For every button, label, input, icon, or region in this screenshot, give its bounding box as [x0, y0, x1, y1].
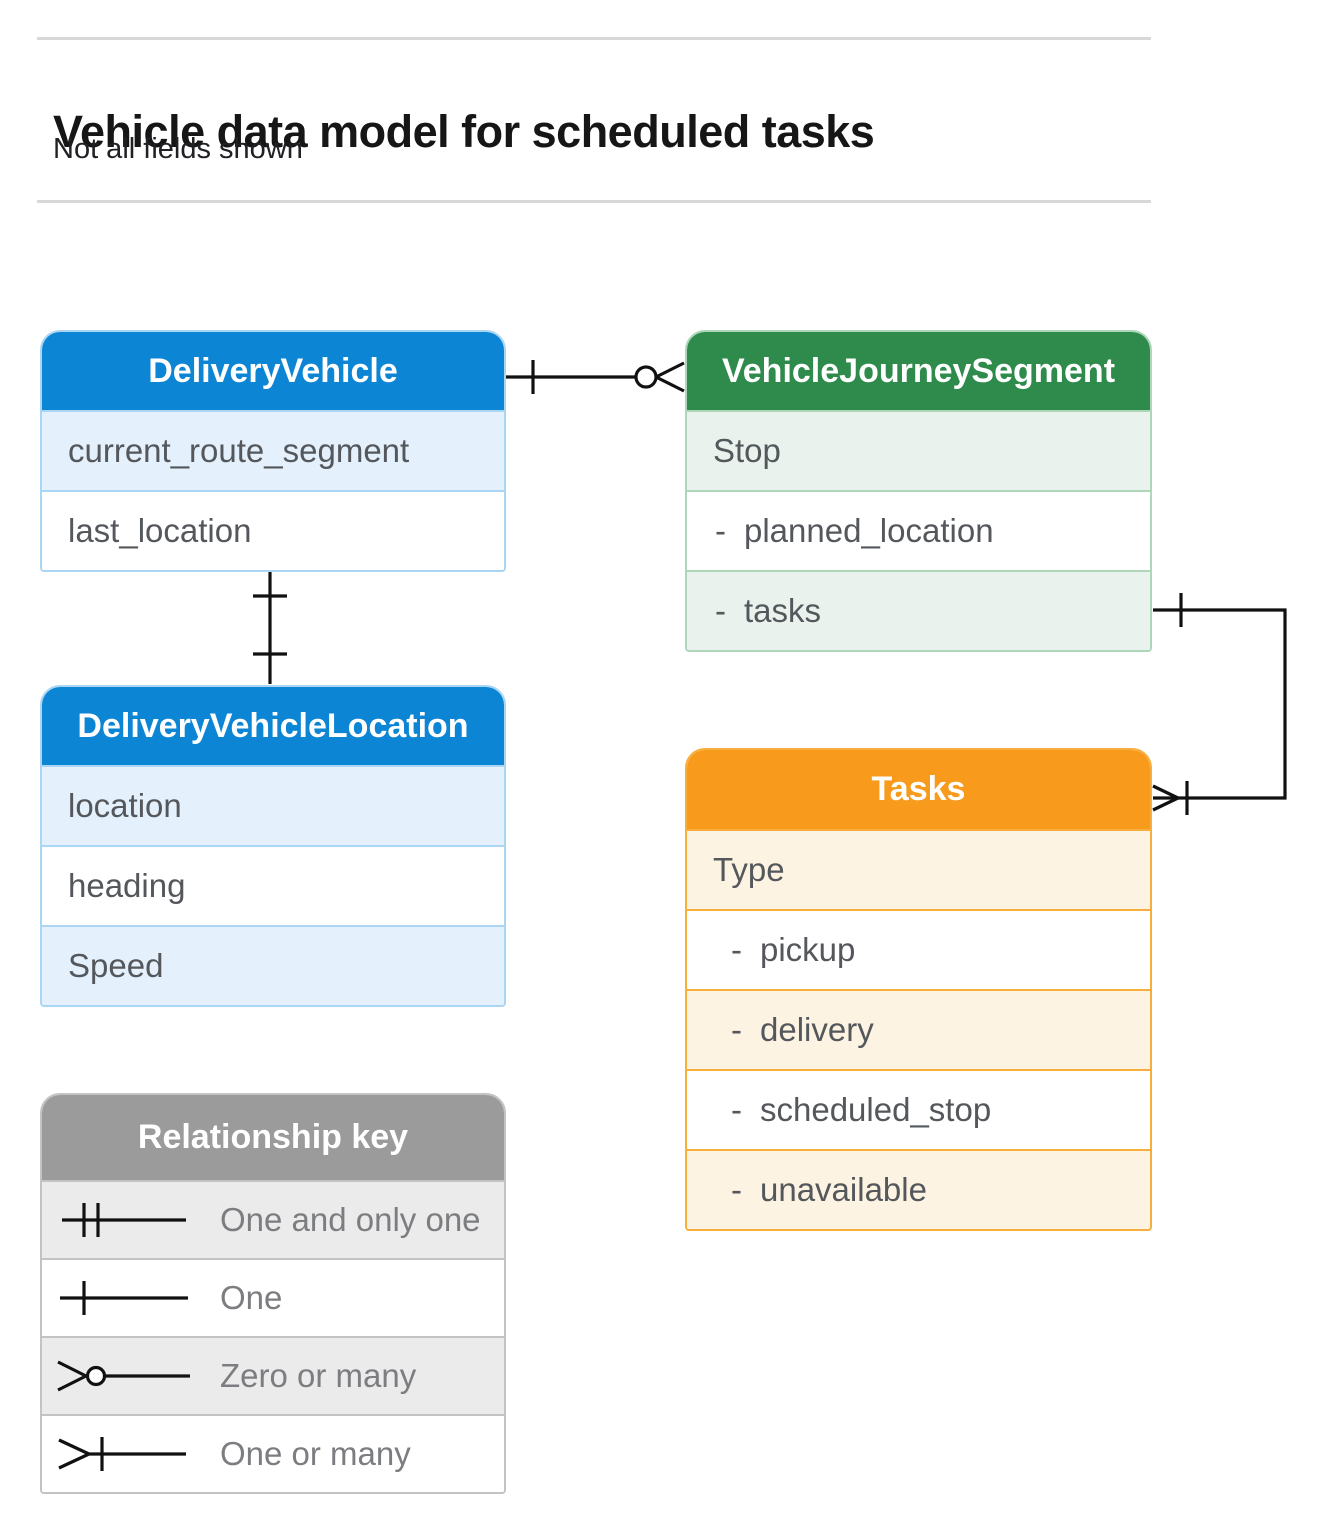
field-bullet: - — [731, 1171, 742, 1208]
field-row: Stop — [687, 410, 1150, 490]
field-row: - unavailable — [687, 1149, 1150, 1229]
field-row: current_route_segment — [42, 410, 504, 490]
field-row: - delivery — [687, 989, 1150, 1069]
field-row: location — [42, 765, 504, 845]
legend-label: One — [220, 1279, 283, 1316]
entity-vehicle-journey-segment: VehicleJourneySegment Stop - planned_loc… — [685, 330, 1152, 652]
field-row: - pickup — [687, 909, 1150, 989]
legend-row: Zero or many — [42, 1336, 504, 1414]
legend-label: One and only one — [220, 1201, 481, 1238]
field-row: last_location — [42, 490, 504, 570]
field-label: heading — [68, 867, 186, 904]
field-label: last_location — [68, 512, 252, 549]
field-label: current_route_segment — [68, 432, 410, 469]
field-label: Type — [713, 851, 785, 888]
legend-title: Relationship key — [42, 1095, 504, 1180]
field-bullet: - — [715, 592, 726, 629]
entity-title: Tasks — [687, 750, 1150, 829]
field-bullet: - — [731, 1091, 742, 1128]
entity-delivery-vehicle: DeliveryVehicle current_route_segment la… — [40, 330, 506, 572]
zero-or-many-symbol — [57, 1360, 190, 1392]
field-row: Type — [687, 829, 1150, 909]
field-label: scheduled_stop — [760, 1091, 992, 1128]
entity-title: DeliveryVehicle — [42, 332, 504, 410]
field-row: - scheduled_stop — [687, 1069, 1150, 1149]
entity-title: VehicleJourneySegment — [687, 332, 1150, 410]
field-label: tasks — [744, 592, 822, 629]
entity-title: DeliveryVehicleLocation — [42, 687, 504, 765]
relationship-key: Relationship key One and only one One Ze… — [40, 1093, 506, 1494]
connector-tasksfield-tasks — [1152, 593, 1287, 815]
field-label: Speed — [68, 947, 164, 984]
one-or-many-symbol — [58, 1437, 186, 1471]
field-label: planned_location — [744, 512, 994, 549]
field-label: Stop — [713, 432, 781, 469]
field-row: Speed — [42, 925, 504, 1005]
legend-label: One or many — [220, 1435, 411, 1472]
legend-row: One and only one — [42, 1180, 504, 1258]
legend-row: One or many — [42, 1414, 504, 1492]
entity-tasks: Tasks Type - pickup - delivery - schedul… — [685, 748, 1152, 1231]
one-symbol — [60, 1281, 188, 1315]
legend-row: One — [42, 1258, 504, 1336]
field-label: delivery — [760, 1011, 874, 1048]
field-row: heading — [42, 845, 504, 925]
field-bullet: - — [731, 931, 742, 968]
one-and-only-one-symbol — [62, 1203, 186, 1237]
field-label: pickup — [760, 931, 856, 968]
field-row: - planned_location — [687, 490, 1150, 570]
top-divider — [37, 37, 1151, 40]
field-bullet: - — [715, 512, 726, 549]
field-bullet: - — [731, 1011, 742, 1048]
field-label: location — [68, 787, 182, 824]
page-title: Vehicle data model for scheduled tasks — [53, 106, 875, 158]
legend-label: Zero or many — [220, 1357, 417, 1394]
field-label: unavailable — [760, 1171, 927, 1208]
entity-delivery-vehicle-location: DeliveryVehicleLocation location heading… — [40, 685, 506, 1007]
field-row: - tasks — [687, 570, 1150, 650]
connector-deliveryvehicle-vehiclejourneysegment — [506, 360, 685, 394]
connector-deliveryvehicle-deliveryvehiclelocation — [253, 568, 287, 684]
page-subtitle: Not all fields shown — [53, 133, 303, 165]
header-divider — [37, 200, 1151, 203]
